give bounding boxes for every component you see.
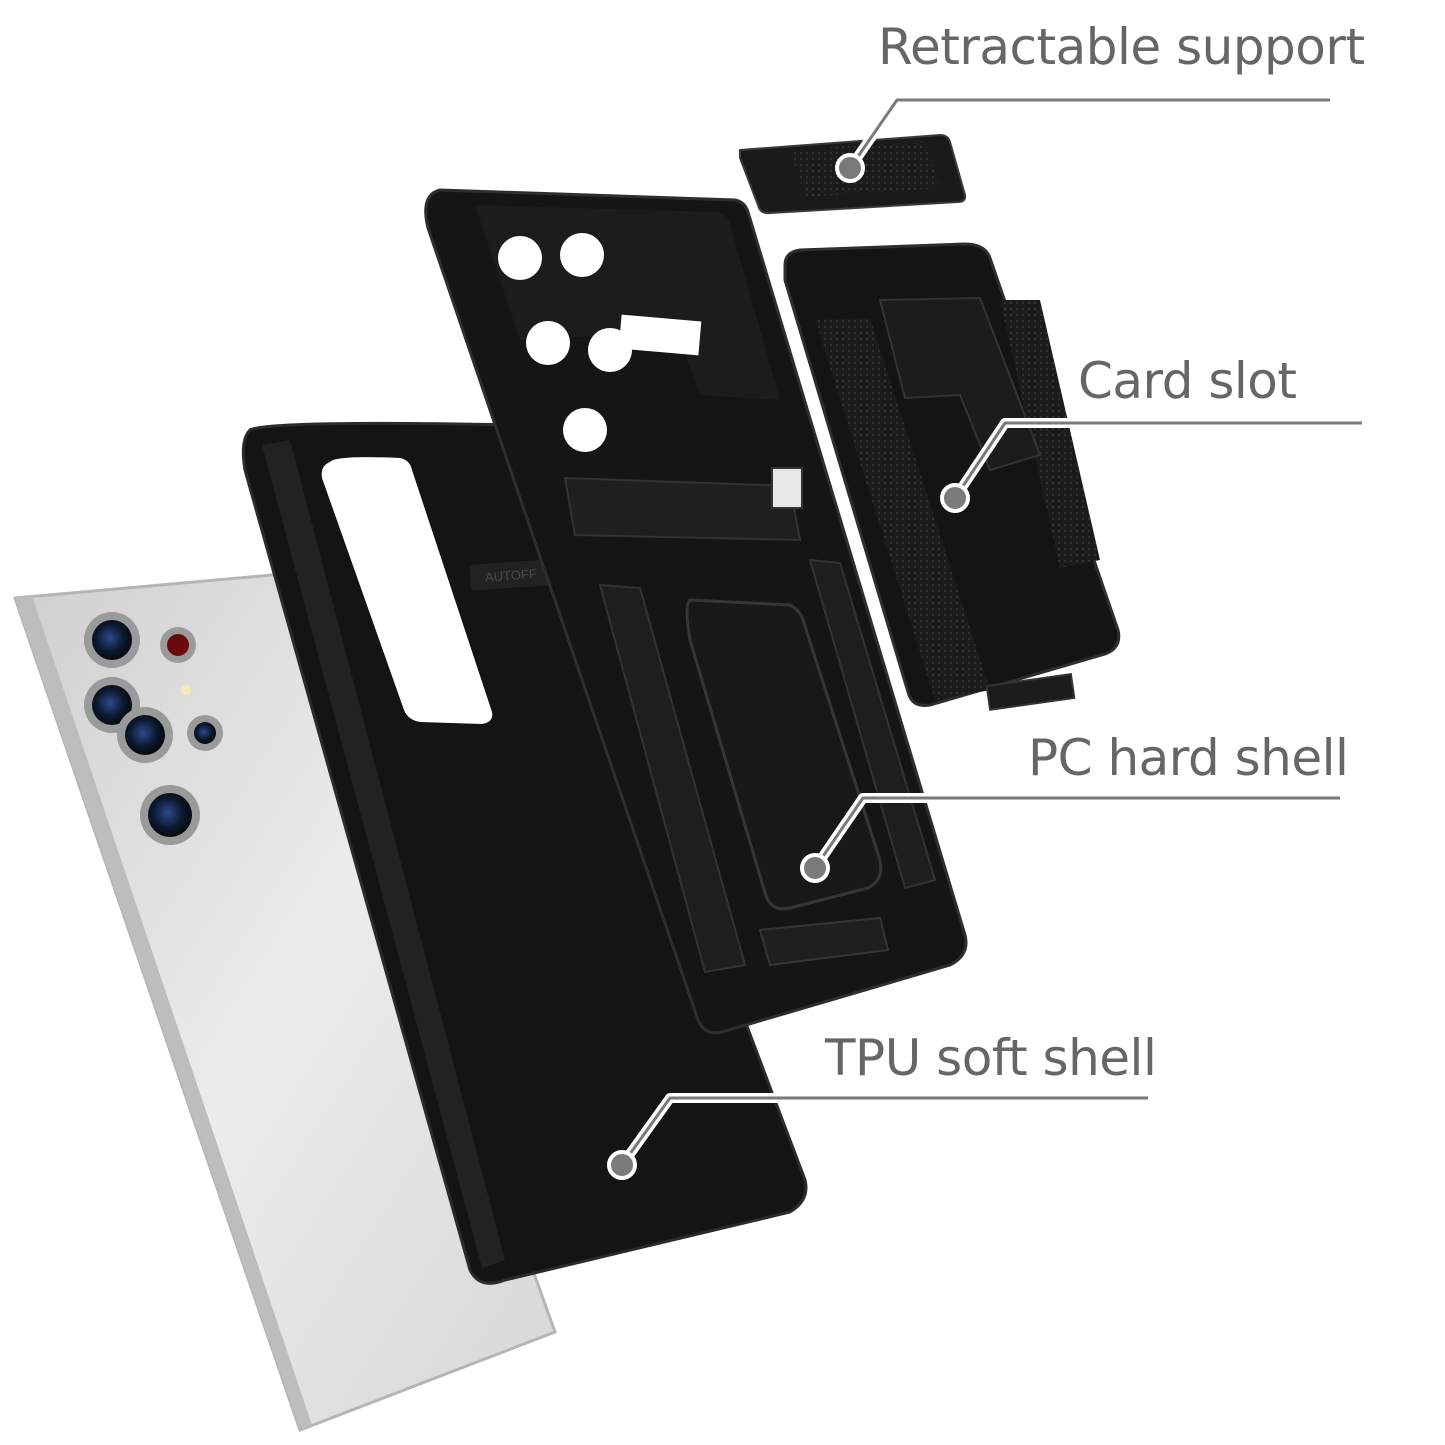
marker-tpu-soft-shell — [607, 1150, 637, 1180]
marker-card-slot — [940, 483, 970, 513]
leader-lines-core — [620, 98, 1362, 1166]
tpu-soft-shell — [241, 421, 808, 1285]
leader-line-pc-hard-shell — [813, 796, 1340, 869]
marker-pc-hard-shell — [800, 853, 830, 883]
callout-markers — [607, 153, 970, 1180]
embossed-autoff-text: AUTOFF — [485, 566, 538, 585]
label-card-slot: Card slot — [1078, 352, 1297, 410]
leader-line-retractable-support — [848, 98, 1330, 169]
label-retractable-support: Retractable support — [878, 18, 1365, 76]
phone — [12, 572, 557, 1432]
label-pc-hard-shell: PC hard shell — [1028, 729, 1349, 787]
leader-line-tpu-soft-shell — [620, 1096, 1148, 1166]
marker-retractable-support — [835, 153, 865, 183]
pc-hard-shell — [424, 188, 968, 1035]
label-tpu-soft-shell: TPU soft shell — [825, 1029, 1157, 1087]
leader-line-card-slot — [953, 421, 1362, 499]
phone-camera-module — [84, 612, 223, 845]
